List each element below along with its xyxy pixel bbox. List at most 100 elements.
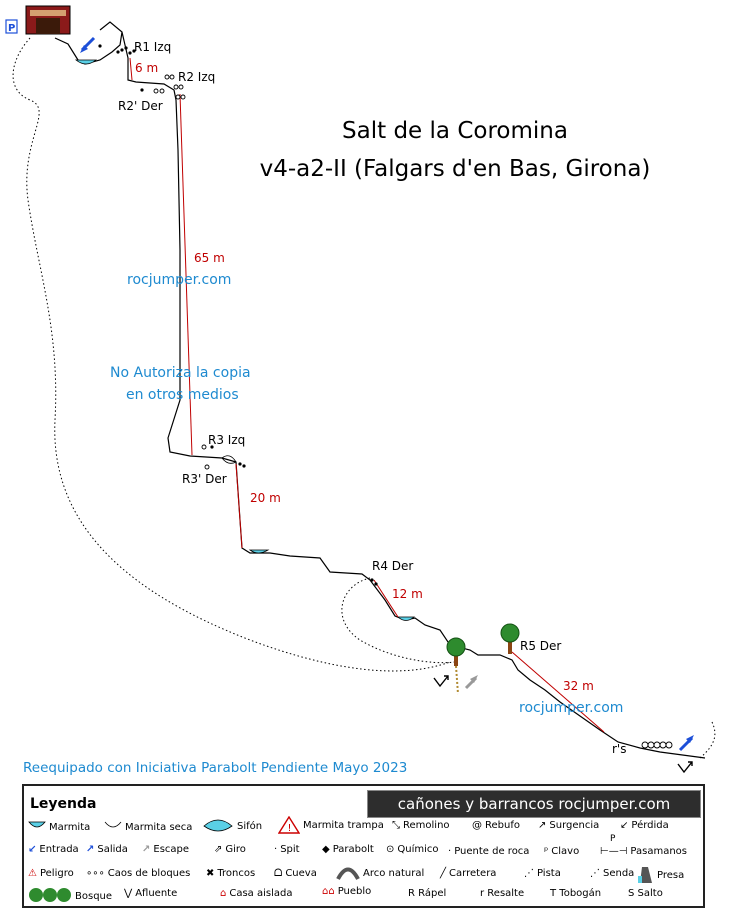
legend-label: Escape <box>153 844 190 855</box>
legend-item-rebufo: @ Rebufo <box>472 820 520 831</box>
road-icon: ╱ <box>440 868 447 879</box>
legend-label: T Tobogán <box>550 888 602 899</box>
pool-2 <box>248 549 270 554</box>
legend-item-quimico: ⊙ Químico <box>386 844 439 855</box>
tree-icon <box>500 623 520 654</box>
spit-rings <box>153 74 210 470</box>
legend-item-rapel: R Rápel <box>408 888 446 899</box>
legend-item-parabolt: ◆ Parabolt <box>322 844 374 855</box>
legend-label: Marmita <box>49 821 91 833</box>
pool-1 <box>74 59 98 65</box>
cave-icon: ᗝ <box>274 868 283 879</box>
exit-arrow-icon <box>678 735 694 752</box>
legend-item-tobogan: T Tobogán <box>550 888 601 899</box>
anchor-label-r3p: R3' Der <box>182 472 227 486</box>
legend-item-troncos: ✖ Troncos <box>206 868 255 879</box>
legend-label: Peligro <box>39 868 74 879</box>
reequip-note: Reequipado con Iniciativa Parabolt Pendi… <box>23 760 408 776</box>
track-icon: ⋰ <box>524 868 534 879</box>
legend-label: Clavo <box>551 846 580 857</box>
legend-brand-banner: cañones y barrancos rocjumper.com <box>367 790 701 818</box>
whirlpool-icon: ⤡ <box>392 820 400 831</box>
rope-r5 <box>511 651 605 733</box>
siphon-icon <box>203 819 233 832</box>
canyon-profile <box>54 21 706 759</box>
legend-item-puente-roca: · Puente de roca <box>448 846 529 857</box>
anchor-label-r5: R5 Der <box>520 639 561 653</box>
backwash-icon: @ <box>472 820 482 831</box>
legend-item-caos-bloques: ∘∘∘ Caos de bloques <box>86 868 190 879</box>
spit-icon: · <box>274 844 278 855</box>
pool-3 <box>396 616 416 621</box>
forest-icon <box>29 888 71 902</box>
watermark-2: rocjumper.com <box>519 700 624 716</box>
legend-label: r Resalte <box>480 888 525 899</box>
legend-label: Giro <box>225 844 246 855</box>
trap-pool-icon: ! <box>278 816 300 834</box>
legend-label: Rebufo <box>485 820 520 831</box>
house-icon: ⌂ <box>220 888 227 899</box>
legend-label: Surgencia <box>549 820 600 831</box>
drop-label-5: 32 m <box>563 679 594 693</box>
legend-item-marmita-seca: Marmita seca <box>104 820 192 834</box>
spring-icon: ↗ <box>538 820 547 831</box>
page-title-line2: v4-a2-II (Falgars d'en Bas, Girona) <box>259 156 651 182</box>
return-trail <box>341 577 456 664</box>
legend-label: Entrada <box>39 844 79 855</box>
legend-label: Pérdida <box>631 820 669 831</box>
legend-label: Pista <box>537 868 561 879</box>
legend-label: S Salto <box>628 888 663 899</box>
legend-item-pueblo: ⌂⌂ Pueblo <box>322 886 371 897</box>
legend-label: P <box>610 834 616 844</box>
turn-icon <box>677 761 693 774</box>
danger-icon: ⚠ <box>28 868 37 879</box>
path-icon: ⋰ <box>590 868 600 879</box>
dam-icon <box>638 867 652 883</box>
legend-label: Spit <box>280 844 300 855</box>
chemical-anchor-icon: ⊙ <box>386 844 395 855</box>
legend-item-spit: · Spit <box>274 844 300 855</box>
dry-pool-icon <box>104 821 122 828</box>
copy-notice-line1: No Autoriza la copia <box>110 365 251 381</box>
legend-label: Sifón <box>237 820 263 832</box>
anchor-label-r2: R2 Izq <box>178 70 215 84</box>
turn-icon <box>433 675 449 688</box>
legend-label: Caos de bloques <box>107 868 191 879</box>
legend-item-senda: ⋰ Senda <box>590 868 634 879</box>
legend-item-carretera: ╱ Carretera <box>440 868 496 879</box>
legend-label: Puente de roca <box>454 846 530 857</box>
page-title-line1: Salt de la Coromina <box>342 118 568 144</box>
legend-item-resalte: r Resalte <box>480 888 524 899</box>
legend-item-marmita: Marmita <box>28 820 90 834</box>
exit-arrow-icon: ↗ <box>86 844 95 855</box>
legend-label: Marmita trampa <box>303 819 384 831</box>
pool-icon <box>28 821 46 828</box>
car-house-icon <box>25 5 71 35</box>
legend-item-perdida: ↙ Pérdida <box>620 820 669 831</box>
legend-item-peligro: ⚠ Peligro <box>28 868 74 879</box>
boulder-chaos <box>641 741 673 749</box>
exit-trail-end <box>699 721 716 759</box>
legend-item-salida: ↗ Salida <box>86 844 128 855</box>
legend-label: Pueblo <box>337 886 372 897</box>
svg-text:!: ! <box>288 823 292 834</box>
piton-icon: ᵖ <box>544 846 549 857</box>
entry-arrow-icon <box>80 36 96 53</box>
legend-item-bosque: Bosque <box>28 888 112 904</box>
legend-label: Bosque <box>75 890 113 902</box>
legend-item-escape: ↗ Escape <box>142 844 189 855</box>
legend-label: Marmita seca <box>125 821 193 833</box>
anchor-label-r3: R3 Izq <box>208 433 245 447</box>
entry-arrow-icon: ↙ <box>28 844 37 855</box>
boulder-icon: ∘∘∘ <box>86 868 105 879</box>
drop-label-1: 6 m <box>135 61 158 75</box>
legend-title: Leyenda <box>30 796 97 812</box>
legend-label: Troncos <box>217 868 256 879</box>
legend-label: Parabolt <box>332 844 374 855</box>
legend-item-salto: S Salto <box>628 888 663 899</box>
legend-label: Arco natural <box>363 867 425 879</box>
legend-item-sifon: Sifón <box>202 818 262 834</box>
copy-notice-line2: en otros medios <box>126 387 239 403</box>
legend-panel: Leyenda cañones y barrancos rocjumper.co… <box>22 784 705 908</box>
